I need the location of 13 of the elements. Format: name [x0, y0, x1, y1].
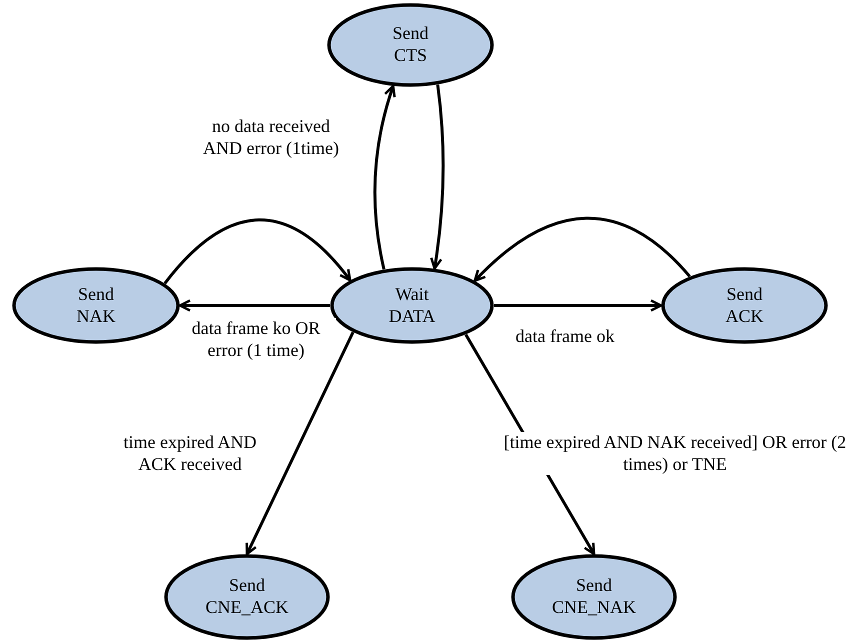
arrow [474, 216, 691, 282]
state-label: Wait DATA [388, 284, 436, 328]
arrow [430, 84, 445, 270]
arrow [246, 332, 354, 556]
arrow [494, 299, 662, 312]
state-label: Send CTS [392, 23, 428, 67]
state-label: Send CNE_NAK [552, 575, 636, 619]
state-label: Send ACK [726, 284, 764, 328]
state-label: Send CNE_ACK [205, 575, 288, 619]
arrow [373, 84, 396, 270]
state-label: Send NAK [76, 284, 116, 328]
arrow [178, 299, 330, 312]
arrow [164, 218, 352, 284]
